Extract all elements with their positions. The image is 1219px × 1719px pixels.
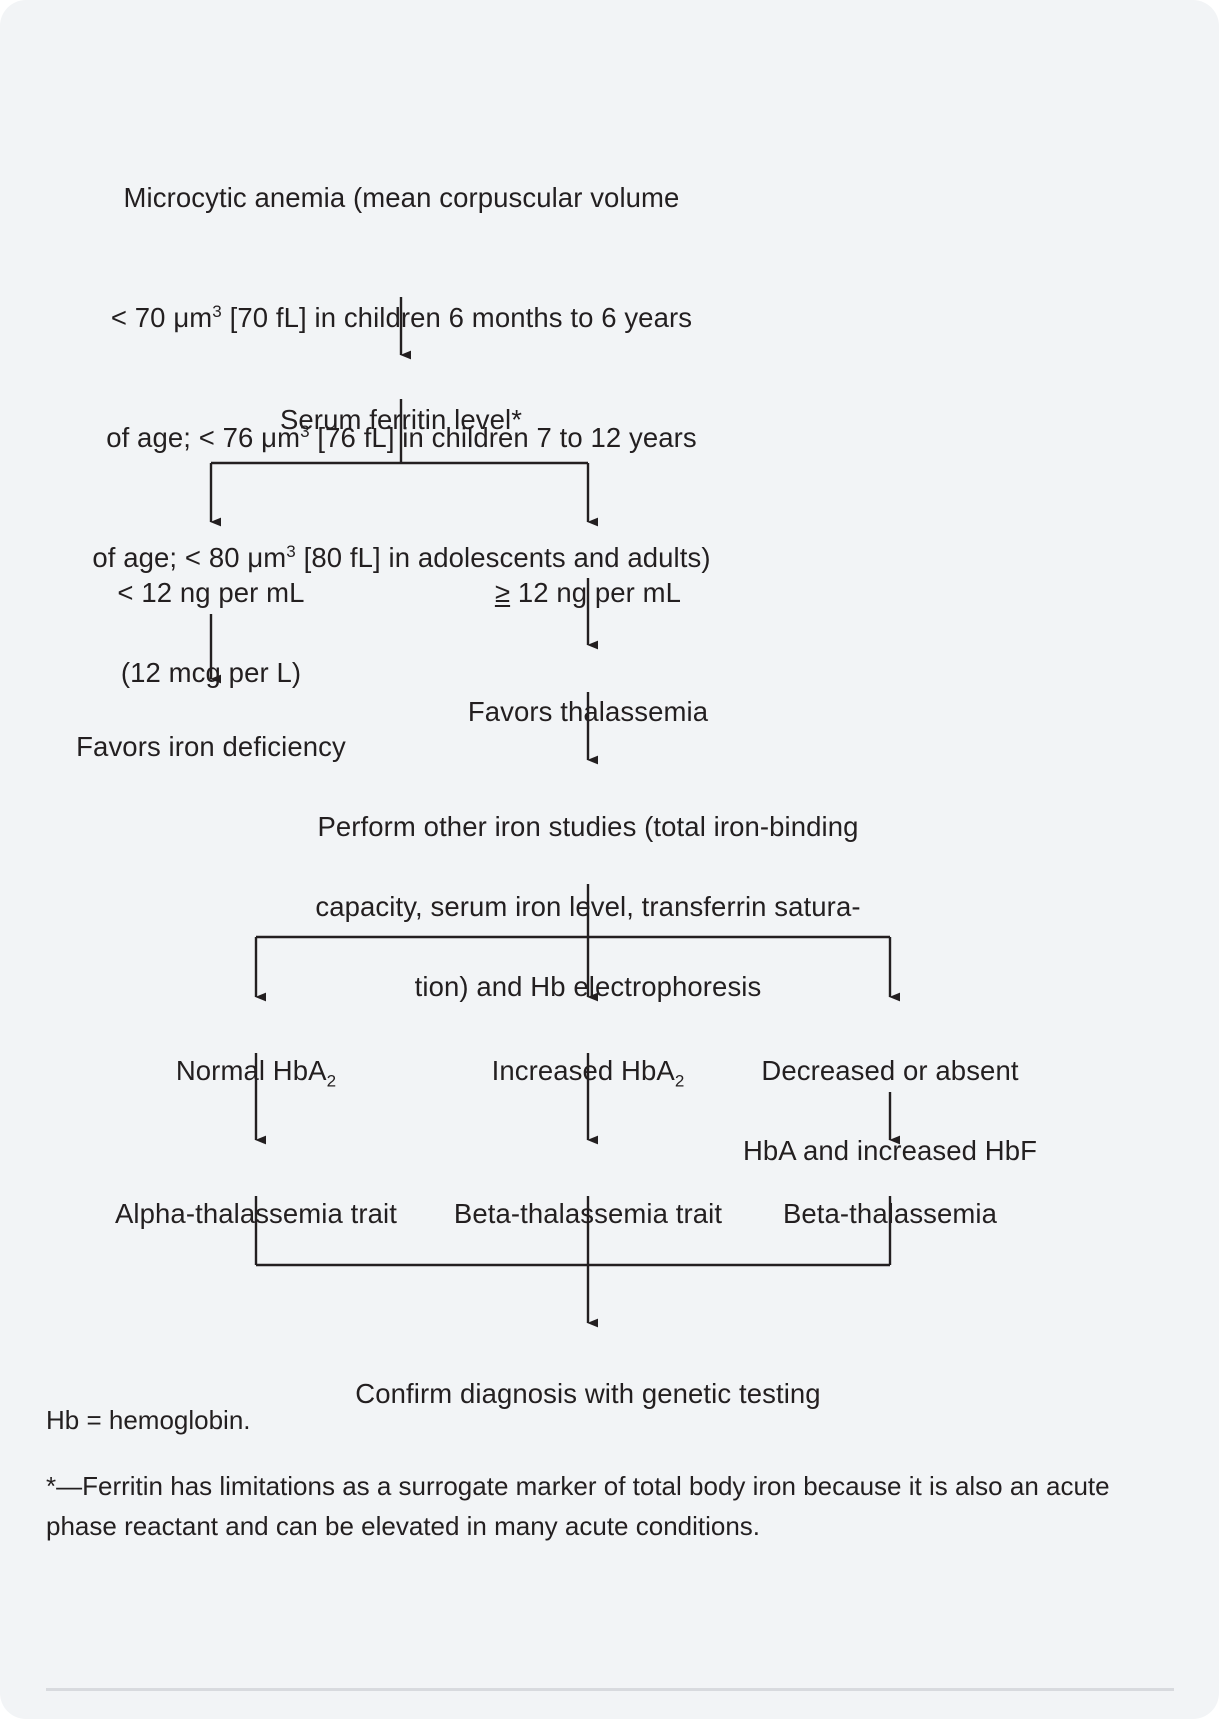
subscript-2: 2: [674, 1071, 685, 1091]
node-decreased-or-absent-hba: Decreased or absent HbA and increased Hb…: [735, 1011, 1045, 1211]
node-line: < 70 μm3 [70 fL] in children 6 months to…: [110, 301, 693, 333]
node-line: Perform other iron studies (total iron-b…: [317, 811, 859, 842]
node-line: Confirm diagnosis with genetic testing: [355, 1378, 821, 1409]
node-ferritin-at-or-above-12: ≥ 12 ng per mL: [438, 533, 738, 653]
node-line: Favors iron deficiency: [76, 731, 346, 762]
node-normal-hba2: Normal HbA2: [116, 1011, 396, 1131]
node-line: Alpha-thalassemia trait: [114, 1198, 397, 1229]
node-microcytic-anemia: Microcytic anemia (mean corpuscular volu…: [60, 138, 743, 618]
node-line: Favors thalassemia: [467, 696, 709, 727]
abbreviation-note: Hb = hemoglobin.: [46, 1405, 251, 1435]
node-favors-iron-deficiency: Favors iron deficiency: [41, 687, 381, 807]
node-beta-thalassemia: Beta-thalassemia: [760, 1154, 1020, 1274]
node-line-text: Increased HbA: [491, 1055, 675, 1086]
flowchart-connectors: [209, 297, 901, 1328]
node-perform-other-iron-studies: Perform other iron studies (total iron-b…: [258, 767, 918, 1047]
node-line-text: 12 ng per mL: [510, 577, 682, 608]
node-alpha-thalassemia-trait: Alpha-thalassemia trait: [96, 1154, 416, 1274]
node-line: Serum ferritin level*: [279, 404, 523, 435]
node-beta-thalassemia-trait: Beta-thalassemia trait: [438, 1154, 738, 1274]
node-line-text: Normal HbA: [175, 1055, 327, 1086]
node-line: Decreased or absent: [761, 1055, 1019, 1086]
node-confirm-diagnosis: Confirm diagnosis with genetic testing: [288, 1334, 888, 1454]
node-favors-thalassemia: Favors thalassemia: [438, 652, 738, 772]
greater-or-equal-symbol: ≥: [494, 577, 511, 608]
node-ferritin-below-12: < 12 ng per mL (12 mcg per L): [51, 533, 371, 733]
node-line: of age; < 76 μm3 [76 fL] in children 7 t…: [106, 421, 697, 453]
node-increased-hba2: Increased HbA2: [448, 1011, 728, 1131]
node-line: HbA and increased HbF: [742, 1135, 1038, 1166]
node-line: < 12 ng per mL: [117, 577, 305, 608]
node-line: Beta-thalassemia: [782, 1198, 998, 1229]
bottom-divider: [46, 1688, 1174, 1691]
flowchart-diagram: Microcytic anemia (mean corpuscular volu…: [41, 138, 1045, 1409]
node-line: of age; < 80 μm3 [80 fL] in adolescents …: [92, 541, 711, 573]
node-line: Normal HbA2: [116, 1051, 396, 1091]
subscript-2: 2: [326, 1071, 337, 1091]
asterisk-footnote: *—Ferritin has limitations as a surrogat…: [46, 1471, 1110, 1541]
node-line: Microcytic anemia (mean corpuscular volu…: [123, 182, 680, 213]
node-line: capacity, serum iron level, transferrin …: [315, 891, 861, 922]
node-line: (12 mcg per L): [120, 657, 302, 688]
node-line: Beta-thalassemia trait: [453, 1198, 723, 1229]
node-line: tion) and Hb electrophoresis: [414, 971, 762, 1002]
node-line: Increased HbA2: [448, 1051, 728, 1091]
node-line: ≥ 12 ng per mL: [438, 573, 738, 613]
node-serum-ferritin-level: Serum ferritin level*: [221, 360, 581, 480]
footer-notes: Hb = hemoglobin. *—Ferritin has limitati…: [46, 1400, 1176, 1546]
